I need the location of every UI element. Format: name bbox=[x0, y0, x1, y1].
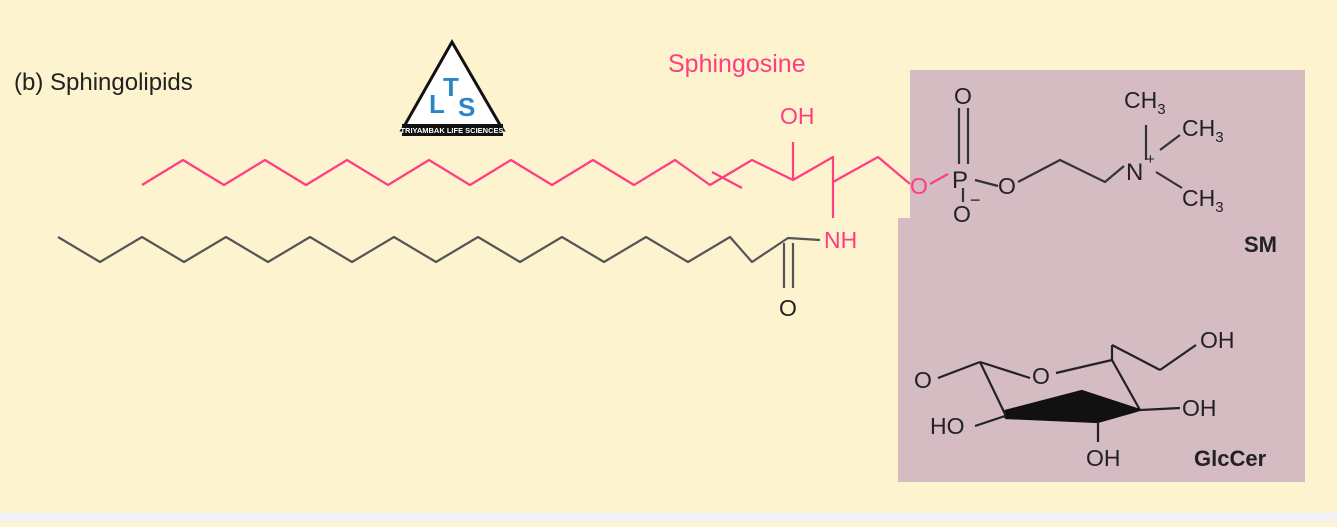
hydroxyl-right: OH bbox=[1182, 395, 1217, 421]
panel-label: (b) Sphingolipids bbox=[14, 69, 193, 96]
glccer-tag: GlcCer bbox=[1194, 446, 1267, 471]
logo-caption-bar bbox=[402, 124, 503, 136]
glucose-ring bbox=[937, 344, 1197, 442]
glycosidic-oxygen-label: O bbox=[914, 367, 932, 393]
phosphate-oxygen-minus: O bbox=[953, 201, 971, 227]
phosphocholine-bonds bbox=[957, 108, 1183, 202]
minus-charge: − bbox=[970, 190, 981, 210]
bottom-band bbox=[0, 512, 1337, 522]
sphingosine-label: Sphingosine bbox=[668, 50, 806, 78]
ring-oxygen-label: O bbox=[1032, 363, 1050, 389]
phosphate-oxygen-top: O bbox=[954, 83, 972, 109]
hydroxyl-label: OH bbox=[780, 103, 815, 129]
box-notch bbox=[898, 70, 910, 218]
logo-letter-l: L bbox=[429, 89, 445, 119]
fatty-acyl-chain bbox=[57, 235, 821, 288]
logo-caption: TRIYAMBAK LIFE SCIENCES bbox=[400, 126, 503, 135]
logo: TRIYAMBAK LIFE SCIENCES L T S bbox=[399, 38, 506, 136]
ester-oxygen-label: O bbox=[998, 173, 1016, 199]
ch2oh-label: OH bbox=[1200, 327, 1235, 353]
sm-tag: SM bbox=[1244, 232, 1277, 257]
phosphorus-label: P bbox=[952, 167, 968, 194]
hydroxyl-left: HO bbox=[930, 413, 965, 439]
sphingosine-chain bbox=[141, 142, 949, 218]
logo-letter-t: T bbox=[443, 72, 459, 102]
hydroxyl-bottom: OH bbox=[1086, 445, 1121, 471]
amide-nh-label: NH bbox=[824, 227, 857, 253]
plus-charge: + bbox=[1146, 151, 1155, 168]
methyl-top: CH3 bbox=[1124, 87, 1166, 118]
carbonyl-oxygen-label: O bbox=[779, 295, 797, 321]
linking-oxygen-label: O bbox=[910, 173, 928, 199]
nitrogen-label: N bbox=[1126, 159, 1143, 186]
methyl-bottom: CH3 bbox=[1182, 185, 1224, 216]
logo-letter-s: S bbox=[458, 92, 475, 122]
methyl-right: CH3 bbox=[1182, 115, 1224, 146]
